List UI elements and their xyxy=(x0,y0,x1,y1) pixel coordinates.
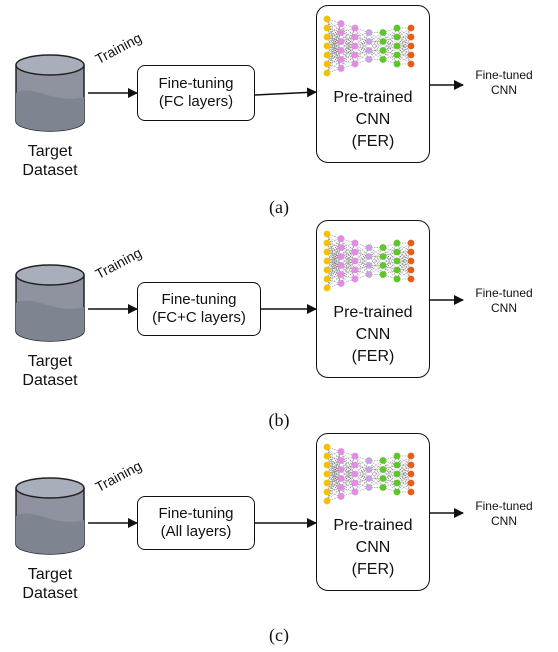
finetuning-layers: (All layers) xyxy=(160,523,232,540)
connector-arrows xyxy=(88,80,464,98)
finetuning-title: Fine-tuning xyxy=(158,75,234,92)
connector-arrows xyxy=(88,295,464,314)
output-label-line2: CNN xyxy=(491,514,517,528)
arrow-to-cnn xyxy=(254,87,317,98)
finetuning-layers: (FC+C layers) xyxy=(152,309,246,326)
output-label-line1: Fine-tuned xyxy=(475,68,533,82)
cnn-label: CNN xyxy=(355,111,391,128)
database-icon xyxy=(14,476,86,556)
cnn-subtitle: (FER) xyxy=(351,348,395,365)
database-icon xyxy=(14,263,86,343)
dataset-label-line1: Target xyxy=(27,566,73,583)
database-icon xyxy=(14,53,86,133)
neural-network-icon xyxy=(323,443,415,505)
caption-b: (b) xyxy=(268,410,290,430)
cnn-label: CNN xyxy=(355,326,391,343)
cnn-title: Pre-trained xyxy=(333,517,413,534)
dataset-label-line2: Dataset xyxy=(22,585,78,602)
output-label-line1: Fine-tuned xyxy=(475,286,533,300)
finetuning-box: Fine-tuning(All layers) xyxy=(137,496,255,550)
caption-a: (a) xyxy=(269,197,289,217)
caption-c: (c) xyxy=(269,625,289,645)
neural-network-icon xyxy=(323,230,415,292)
finetuning-box: Fine-tuning(FC+C layers) xyxy=(137,282,261,336)
output-label-line2: CNN xyxy=(491,301,517,315)
dataset-label-line1: Target xyxy=(27,143,73,160)
finetuning-title: Fine-tuning xyxy=(161,291,237,308)
output-label-line2: CNN xyxy=(491,83,517,97)
dataset-label-line2: Dataset xyxy=(22,162,78,179)
cnn-subtitle: (FER) xyxy=(351,561,395,578)
connector-arrows xyxy=(88,508,464,528)
dataset-label-line2: Dataset xyxy=(22,372,78,389)
cnn-label: CNN xyxy=(355,539,391,556)
cnn-title: Pre-trained xyxy=(333,304,413,321)
dataset-label-line1: Target xyxy=(27,353,73,370)
neural-network-icon xyxy=(323,15,415,77)
finetuning-box: Fine-tuning(FC layers) xyxy=(137,65,255,121)
output-label-line1: Fine-tuned xyxy=(475,499,533,513)
finetuning-title: Fine-tuning xyxy=(158,505,234,522)
cnn-subtitle: (FER) xyxy=(351,133,395,150)
finetuning-layers: (FC layers) xyxy=(158,93,234,110)
cnn-title: Pre-trained xyxy=(333,89,413,106)
